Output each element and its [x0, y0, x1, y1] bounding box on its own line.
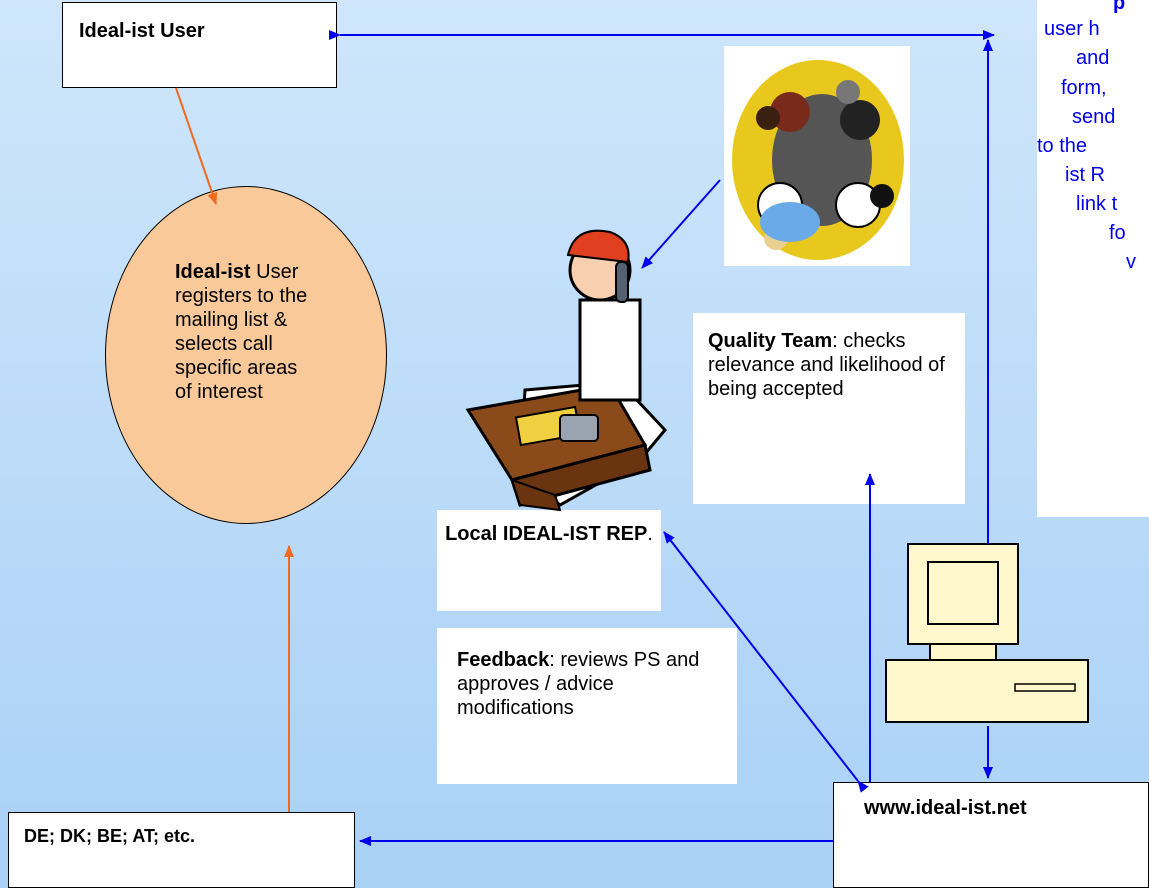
local-rep-box: Local IDEAL-IST REP. [437, 510, 661, 611]
registration-circle [105, 186, 387, 524]
feedback-rest: : reviews PS and approves / advice modif… [457, 649, 700, 719]
instructions-line: p [1113, 0, 1126, 14]
countries-label: DE; DK; BE; AT; etc. [24, 826, 195, 846]
instructions-line: ist R [1065, 164, 1105, 186]
quality-team-rest: : checks relevance and likelihood of bei… [708, 330, 945, 400]
instructions-line: fo [1109, 222, 1126, 244]
ideal-ist-user-box: Ideal-ist User [62, 2, 337, 88]
instructions-panel: p user h and form, send to the ist R lin… [1037, 0, 1149, 517]
quality-team-box: Quality Team: checks relevance and likel… [693, 313, 965, 504]
user-box-label: Ideal-ist User [79, 20, 205, 42]
computer-illustration [885, 543, 1089, 723]
local-rep-bold: Local IDEAL-IST REP [445, 523, 648, 545]
quality-team-bold: Quality Team [708, 330, 833, 352]
local-rep-illustration [465, 229, 668, 512]
instructions-line: form, [1061, 77, 1107, 99]
instructions-line: user h [1044, 18, 1100, 40]
website-box: www.ideal-ist.net [833, 782, 1149, 888]
instructions-line: send [1072, 106, 1116, 128]
feedback-bold: Feedback [457, 649, 550, 671]
instructions-line: link t [1076, 193, 1118, 215]
local-rep-rest: . [647, 523, 653, 545]
instructions-line: and [1076, 47, 1110, 69]
instructions-line: to the [1037, 135, 1088, 157]
registration-bold: Ideal-ist [175, 261, 251, 283]
instructions-line: v [1126, 251, 1136, 273]
registration-rest: User registers to the mailing list & sel… [175, 261, 308, 403]
meeting-illustration [724, 46, 910, 266]
registration-text: Ideal-ist User registers to the mailing … [175, 260, 310, 404]
website-label: www.ideal-ist.net [864, 797, 1027, 819]
